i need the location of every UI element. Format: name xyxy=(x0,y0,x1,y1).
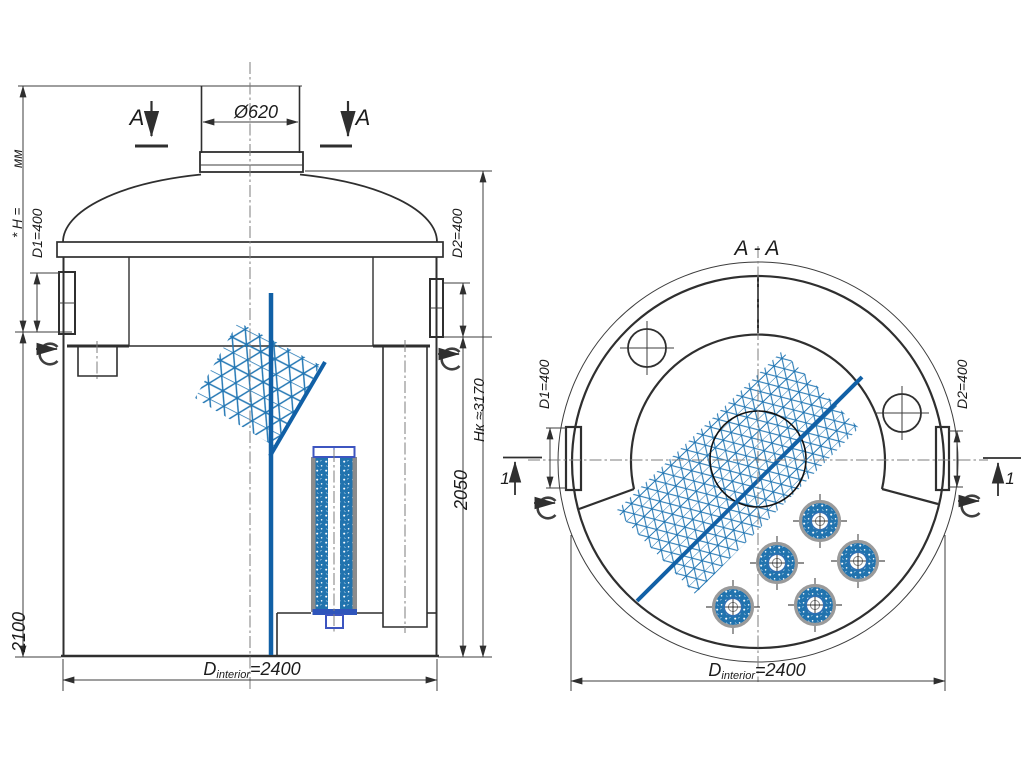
dim-2050-label: 2050 xyxy=(451,470,471,511)
dim-d1-label: D1=400 xyxy=(29,208,45,258)
dim-hk-label: Hк ≈3170 xyxy=(471,378,488,442)
filter-cartridge xyxy=(311,446,357,629)
section-marker-label: A xyxy=(354,105,371,130)
demister-support-plate-plan xyxy=(635,375,864,603)
detail-marker-1-right: 1 xyxy=(983,457,1021,496)
nozzle-d2-plan xyxy=(934,425,951,492)
d-interior-prefix: D xyxy=(203,659,216,679)
cartridge-media-right xyxy=(340,457,353,612)
dim-d-interior-label: Dinterior=2400 xyxy=(203,659,300,681)
demister-support-plate xyxy=(268,360,327,458)
detail-marker-1-left: 1 xyxy=(500,456,542,495)
dim-2100-label: 2100 xyxy=(9,612,29,653)
small-nozzle-right xyxy=(875,386,929,440)
cartridge-wall-left xyxy=(311,457,316,612)
cartridge-base xyxy=(312,609,357,615)
manhole-flange xyxy=(199,151,304,173)
cartridge-media-left xyxy=(315,457,328,612)
dim-d2-plan-label: D2=400 xyxy=(954,359,970,409)
nozzle-d1-plan xyxy=(564,425,583,492)
d-interior-prefix: D xyxy=(708,660,721,680)
section-cut-marker-a-left: A xyxy=(128,101,168,148)
inlet-box xyxy=(77,347,118,377)
d-interior-sub: interior xyxy=(721,670,756,682)
d-interior-value: =2400 xyxy=(755,660,806,680)
dim-h-prefix: * H = xyxy=(10,207,25,238)
detail-marker-label: 1 xyxy=(500,469,509,488)
dim-d-interior-plan-label: Dinterior=2400 xyxy=(708,660,805,682)
dim-h-units: мм xyxy=(10,149,25,168)
section-view: A - A D1=400 D2=400 1 1 xyxy=(500,237,1021,691)
section-view-dimensions: D1=400 D2=400 1 1 Dinterior=2400 xyxy=(500,359,1021,691)
dim-d2-label: D2=400 xyxy=(449,208,465,258)
cartridge-wall-right xyxy=(352,457,357,612)
front-view-dimensions: Ø620 A A * H = мм D1=400 2 xyxy=(9,85,492,691)
section-cut-marker-a-right: A xyxy=(320,101,371,148)
section-marker-label: A xyxy=(128,105,145,130)
d-interior-value: =2400 xyxy=(250,659,301,679)
partition-plate-left xyxy=(578,487,635,511)
demister-mesh xyxy=(195,322,320,448)
dim-d1-plan-label: D1=400 xyxy=(536,359,552,409)
dome-head-right xyxy=(299,173,438,243)
front-view: Ø620 A A * H = мм D1=400 2 xyxy=(9,62,492,692)
detail-marker-label: 1 xyxy=(1005,469,1014,488)
dim-top-diameter-label: Ø620 xyxy=(233,102,278,122)
small-nozzle-top-left xyxy=(620,321,674,375)
section-title: A - A xyxy=(732,237,779,260)
partition-plate-right xyxy=(881,487,939,506)
d-interior-sub: interior xyxy=(216,669,251,681)
demister-mesh-plan xyxy=(616,351,859,594)
dome-head-left xyxy=(62,173,202,243)
